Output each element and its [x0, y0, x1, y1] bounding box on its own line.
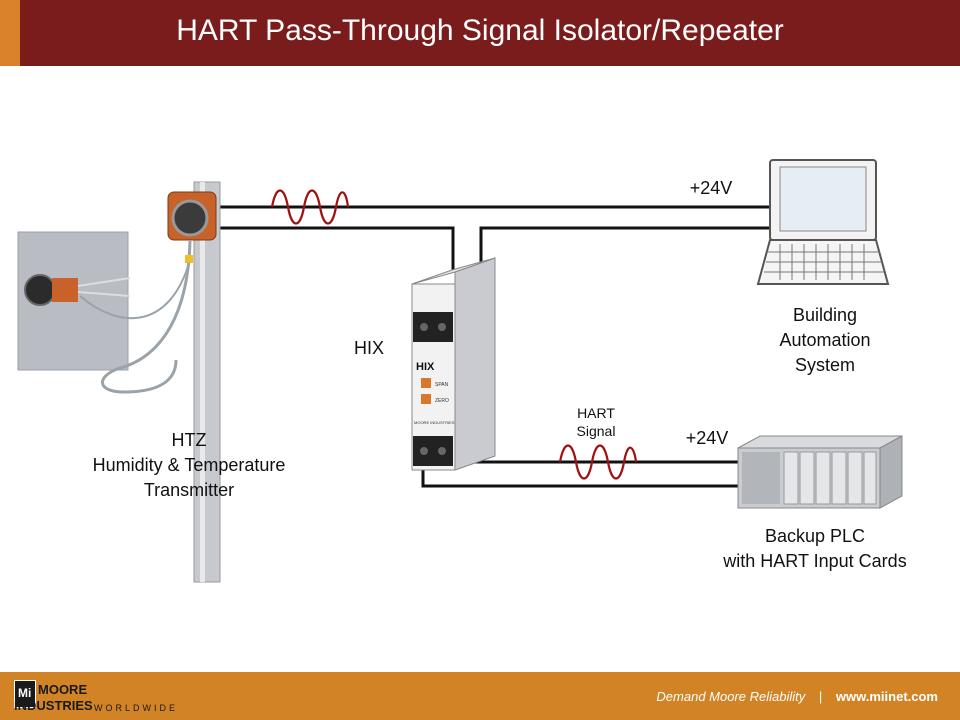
htz-transmitter-image [17, 181, 221, 583]
wiring [218, 205, 770, 488]
bas-label: Building Automation System [740, 303, 910, 378]
mounting-pole [193, 181, 221, 583]
logo-mark: Mi [14, 680, 36, 708]
htz-label-line-3: Transmitter [143, 480, 235, 500]
svg-text:SPAN: SPAN [435, 382, 449, 388]
top-voltage-label: +24V [689, 178, 733, 198]
plc-label-line-1: Backup PLC [764, 526, 866, 546]
hix-brand-text: HIX [416, 361, 435, 373]
transmitter-face [171, 199, 209, 237]
title-bar: HART Pass-Through Signal Isolator/Repeat… [0, 0, 960, 66]
plc-label-line-2: with HART Input Cards [723, 551, 907, 571]
sensor-cable [101, 239, 192, 394]
hart-wave-bottom [558, 444, 638, 480]
logo-text-bottom: INDUSTRIES [14, 698, 93, 713]
bas-label-line-3: System [794, 355, 855, 375]
plc-image [737, 435, 903, 509]
plc-label: Backup PLC with HART Input Cards [690, 524, 940, 574]
hart-wave-top [270, 189, 350, 225]
logo-text-top: MOORE [38, 682, 88, 697]
svg-text:MOORE INDUSTRIES: MOORE INDUSTRIES [414, 420, 455, 425]
sensor-body [52, 278, 78, 302]
laptop-screen [779, 166, 867, 232]
hix-module-image: HIX SPAN ZERO MOORE INDUSTRIES [411, 257, 496, 471]
hix-top [411, 257, 496, 285]
plc-cards [783, 451, 877, 505]
hart-signal-line-1: HART [577, 405, 615, 421]
logo-text-sub: WORLDWIDE [94, 703, 178, 713]
bas-label-line-2: Automation [779, 330, 871, 350]
bottom-voltage-label: +24V [685, 428, 729, 448]
pole-highlight [200, 182, 205, 582]
laptop-keys [764, 244, 884, 280]
footer-tagline: Demand Moore Reliability [656, 689, 806, 704]
footer-text: Demand Moore Reliability | www.miinet.co… [656, 689, 938, 704]
footer-separator: | [818, 689, 823, 704]
htz-label-line-2: Humidity & Temperature [92, 455, 286, 475]
hart-signal-label: HART Signal [556, 404, 636, 440]
page-title: HART Pass-Through Signal Isolator/Repeat… [176, 14, 784, 47]
hix-zero-pot [421, 394, 431, 404]
plc-power-module [742, 452, 780, 504]
company-logo: Mi MOORE INDUSTRIES WORLDWIDE [14, 680, 194, 716]
plc-side [879, 435, 903, 509]
hart-signal-line-2: Signal [576, 423, 616, 439]
diagram-canvas: HIX SPAN ZERO MOORE INDUSTRIES [17, 159, 903, 583]
hix-label: HIX [353, 338, 384, 358]
htz-label-line-1: HTZ [171, 430, 207, 450]
laptop-image [756, 159, 890, 285]
hix-terminal-bottom [413, 436, 453, 466]
footer-url-link[interactable]: www.miinet.com [835, 689, 938, 704]
hix-terminal-top [413, 312, 453, 342]
sensor-probes [77, 277, 131, 297]
hix-side [454, 257, 496, 471]
svg-text:ZERO: ZERO [435, 398, 449, 404]
plc-top [737, 435, 903, 449]
title-accent [0, 0, 20, 66]
sensor-head [24, 274, 56, 306]
footer-bar: Demand Moore Reliability | www.miinet.co… [0, 672, 960, 720]
hix-span-pot [421, 378, 431, 388]
wire-bottom-2 [421, 470, 738, 488]
htz-label: HTZ Humidity & Temperature Transmitter [44, 428, 334, 503]
yellow-tag [185, 255, 193, 263]
wire-top-2 [218, 226, 455, 272]
wire-top-3 [479, 226, 770, 272]
sensor-cable-2 [79, 259, 191, 320]
bas-label-line-1: Building [792, 305, 858, 325]
